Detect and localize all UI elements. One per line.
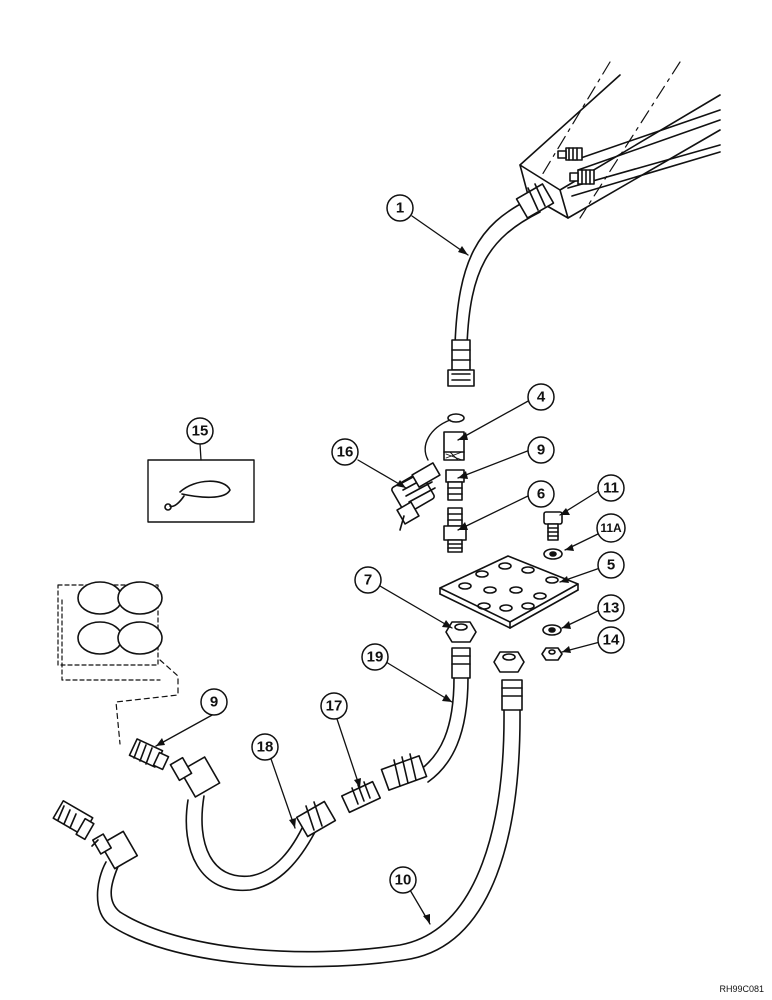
callout-4: 4 (537, 389, 546, 406)
nut-14 (541, 647, 563, 661)
machine-arm (519, 61, 721, 219)
callout-19: 19 (367, 649, 384, 666)
connector-17 (340, 780, 382, 814)
callout-16: 16 (337, 444, 354, 461)
adapter-fitting-lower-left (52, 800, 95, 841)
hose-18 (169, 756, 337, 892)
fitting-9-lower (128, 738, 170, 771)
callout-7: 7 (364, 572, 372, 589)
fitting-4 (443, 431, 465, 461)
callout-1: 1 (396, 200, 404, 217)
bolt-11 (543, 511, 563, 541)
callout-18: 18 (257, 739, 274, 756)
callout-14: 14 (603, 632, 620, 649)
nut-hose-10 (493, 651, 525, 673)
arm-grease-fitting-upper (557, 147, 583, 161)
callout-9-lower: 9 (210, 694, 218, 711)
leader-arrowheads (156, 246, 574, 924)
hose-10 (96, 679, 523, 968)
callout-11a: 11A (600, 521, 622, 535)
callout-6: 6 (537, 486, 545, 503)
mounting-plate-5 (439, 555, 579, 629)
o-ring (447, 413, 465, 423)
callout-11: 11 (603, 480, 619, 497)
inset-box-15 (147, 459, 255, 523)
hose-19 (380, 647, 471, 791)
reference-code: RH99C081 (719, 984, 764, 994)
callout-9-upper: 9 (537, 442, 545, 459)
fitting-9 (445, 469, 465, 501)
lockwasher-13 (542, 624, 562, 636)
elbow-fitting-10 (91, 830, 139, 870)
callout-circles (186, 194, 626, 894)
callout-17: 17 (326, 698, 343, 715)
washer-11a (543, 548, 563, 560)
leader-lines (155, 215, 601, 925)
hose-1 (447, 183, 555, 387)
callout-15: 15 (192, 423, 209, 440)
nut-7 (445, 621, 477, 643)
valve-block (57, 581, 179, 745)
test-coupler-16 (391, 419, 451, 531)
callout-13: 13 (603, 600, 620, 617)
arm-grease-fitting-lower (569, 169, 595, 185)
callout-10: 10 (395, 872, 412, 889)
callout-5: 5 (607, 557, 615, 574)
